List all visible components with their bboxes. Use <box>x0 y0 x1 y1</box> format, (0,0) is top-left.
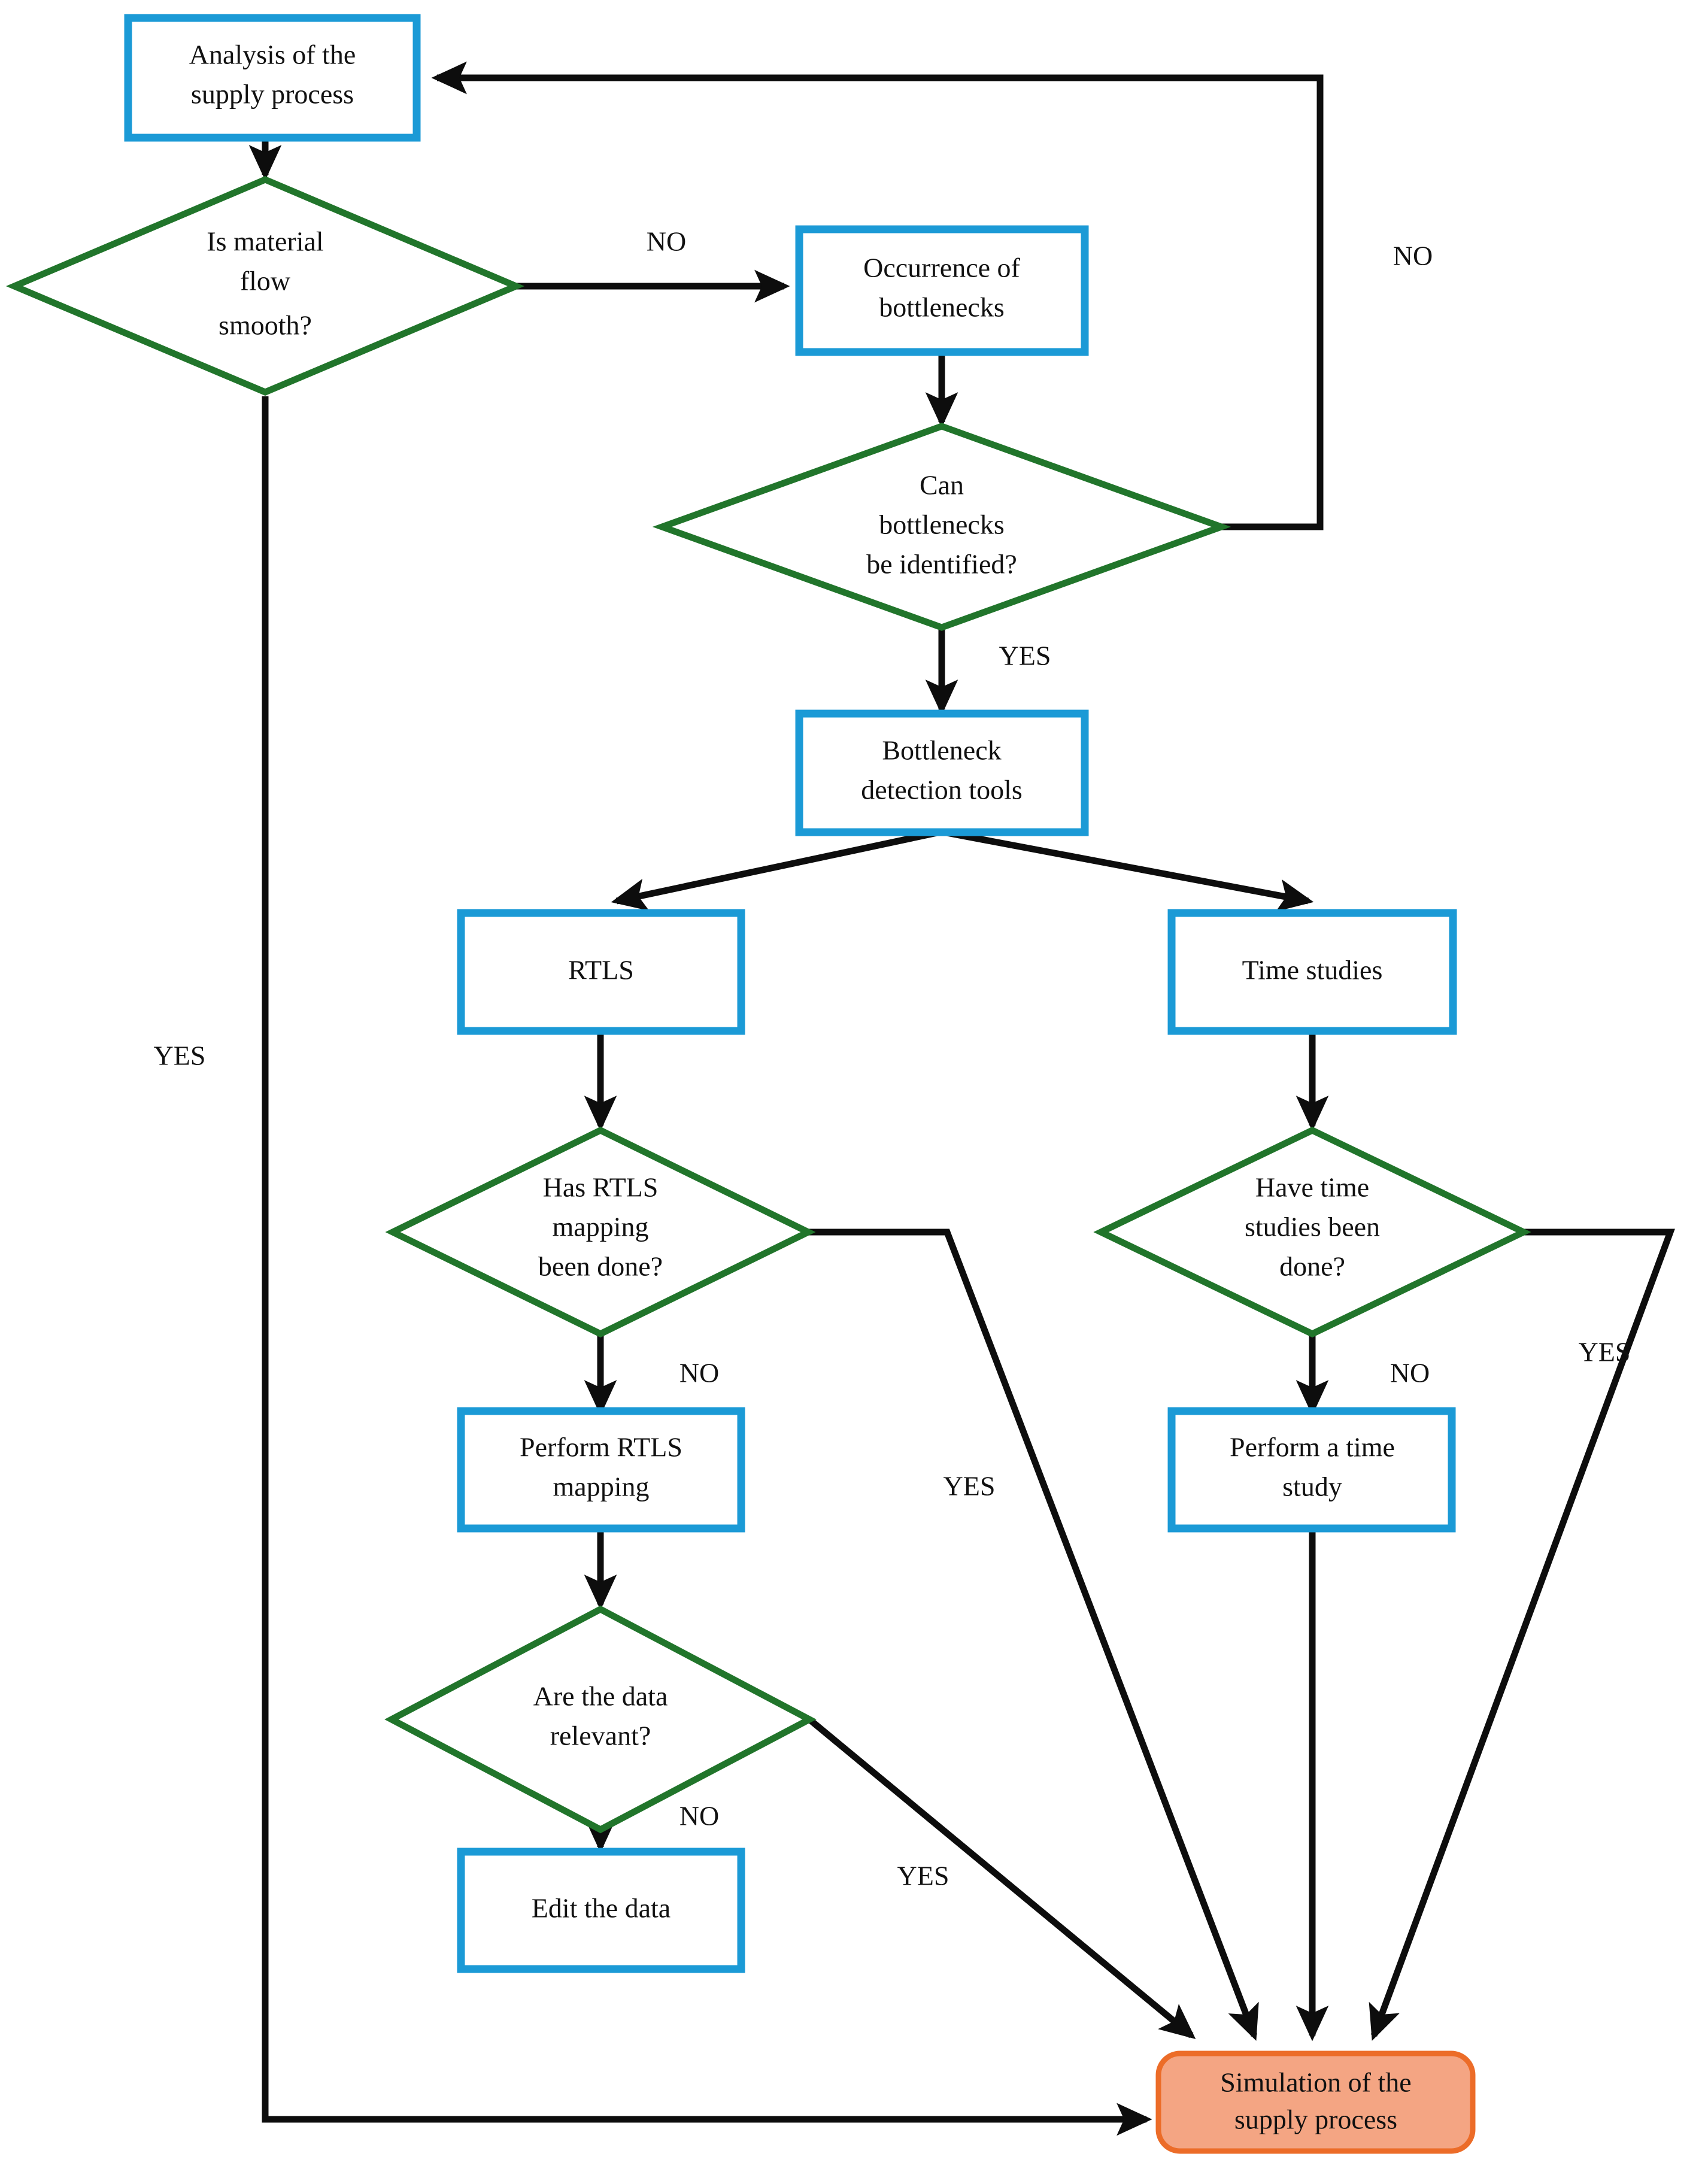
node-label-line: smooth? <box>219 310 312 341</box>
process-box[interactable] <box>795 225 1089 356</box>
node-perform-a-time-study[interactable]: Perform a time study <box>1167 1407 1456 1533</box>
node-label-line: RTLS <box>568 955 634 985</box>
edge-label-yes-material-flow: YES <box>154 1041 206 1071</box>
process-box[interactable] <box>1167 1407 1456 1533</box>
decision-diamond[interactable] <box>5 176 525 396</box>
edge-time-studies-yes-to-simulation <box>1369 1228 1675 2041</box>
node-edit-the-data[interactable]: Edit the data <box>457 1848 745 1973</box>
node-is-material-flow-smooth[interactable]: Is material flow smooth? <box>5 176 525 396</box>
connector-layer <box>248 61 1675 2136</box>
node-label-line: Analysis of the <box>189 40 356 70</box>
edge-detection-tools-to-time-studies <box>942 829 1314 912</box>
node-label-line: relevant? <box>550 1721 651 1751</box>
edge-label-yes-data-relevant: YES <box>897 1861 949 1891</box>
node-can-bottlenecks-be-identified[interactable]: Can bottlenecks be identified? <box>652 423 1231 631</box>
node-label-line: mapping <box>553 1472 650 1502</box>
edge-detection-tools-to-rtls <box>611 829 941 911</box>
node-label-line: supply process <box>1234 2104 1397 2135</box>
node-label-line: studies been <box>1245 1212 1380 1242</box>
node-label-line: done? <box>1279 1251 1345 1282</box>
node-label-line: be identified? <box>866 549 1017 580</box>
node-label-line: Can <box>920 470 964 500</box>
process-box[interactable] <box>457 1407 745 1533</box>
edge-data-relevant-yes-to-simulation <box>807 1716 1196 2040</box>
node-label-line: detection tools <box>861 775 1023 805</box>
node-label-line: bottlenecks <box>879 509 1005 540</box>
decision-diamond[interactable] <box>385 1126 816 1338</box>
process-box[interactable] <box>1167 909 1457 1035</box>
node-label-line: flow <box>240 266 291 296</box>
node-simulation-of-the-supply-process[interactable]: Simulation of the supply process <box>1155 2050 1476 2154</box>
node-label-line: study <box>1282 1472 1342 1502</box>
edge-rtls-mapping-yes-to-simulation <box>808 1228 1259 2041</box>
process-box[interactable] <box>124 14 421 142</box>
node-bottleneck-detection-tools[interactable]: Bottleneck detection tools <box>795 709 1089 836</box>
process-box[interactable] <box>795 709 1089 836</box>
node-label-line: been done? <box>538 1251 663 1282</box>
process-box[interactable] <box>457 1848 745 1973</box>
node-label-line: Edit the data <box>532 1893 671 1924</box>
node-occurrence-of-bottlenecks[interactable]: Occurrence of bottlenecks <box>795 225 1089 356</box>
node-label-line: Occurrence of <box>863 253 1020 283</box>
node-analysis-of-the-supply-process[interactable]: Analysis of the supply process <box>124 14 421 142</box>
node-label-line: Have time <box>1255 1172 1369 1203</box>
node-label-line: Perform RTLS <box>520 1432 682 1463</box>
edge-label-no-rtls-mapping: NO <box>679 1358 719 1388</box>
node-label-line: bottlenecks <box>879 292 1005 323</box>
node-label-line: Are the data <box>533 1681 668 1712</box>
node-label-line: Perform a time <box>1230 1432 1395 1463</box>
node-label-line: Bottleneck <box>882 735 1001 766</box>
node-label-line: supply process <box>191 79 354 110</box>
decision-diamond[interactable] <box>652 423 1231 631</box>
edge-label-yes-can-identify: YES <box>999 641 1051 671</box>
node-label-line: Simulation of the <box>1220 2067 1411 2098</box>
terminal-box[interactable] <box>1155 2050 1476 2154</box>
edge-label-no-time-studies: NO <box>1390 1358 1430 1388</box>
node-have-time-studies-been-done[interactable]: Have time studies been done? <box>1093 1126 1531 1338</box>
decision-diamond[interactable] <box>384 1605 817 1834</box>
node-label-line: Has RTLS <box>543 1172 659 1203</box>
edge-material-flow-yes-to-simulation <box>262 396 1152 2136</box>
edge-label-layer: NO NO YES YES NO NO YES YES NO YES <box>154 226 1631 1891</box>
node-rtls[interactable]: RTLS <box>457 909 745 1035</box>
process-box[interactable] <box>457 909 745 1035</box>
node-perform-rtls-mapping[interactable]: Perform RTLS mapping <box>457 1407 745 1533</box>
edge-label-yes-time-studies: YES <box>1579 1337 1631 1367</box>
node-label-line: Is material <box>207 226 323 257</box>
node-has-rtls-mapping-been-done[interactable]: Has RTLS mapping been done? <box>385 1126 816 1338</box>
edge-label-no-material-flow: NO <box>647 226 686 257</box>
node-label-line: Time studies <box>1242 955 1383 985</box>
edge-label-no-data-relevant: NO <box>679 1801 719 1831</box>
edge-label-no-can-identify: NO <box>1393 241 1433 271</box>
node-time-studies[interactable]: Time studies <box>1167 909 1457 1035</box>
node-are-the-data-relevant[interactable]: Are the data relevant? <box>384 1605 817 1834</box>
node-label-line: mapping <box>553 1212 649 1242</box>
decision-diamond[interactable] <box>1093 1126 1531 1338</box>
edge-label-yes-rtls-mapping: YES <box>944 1471 996 1501</box>
